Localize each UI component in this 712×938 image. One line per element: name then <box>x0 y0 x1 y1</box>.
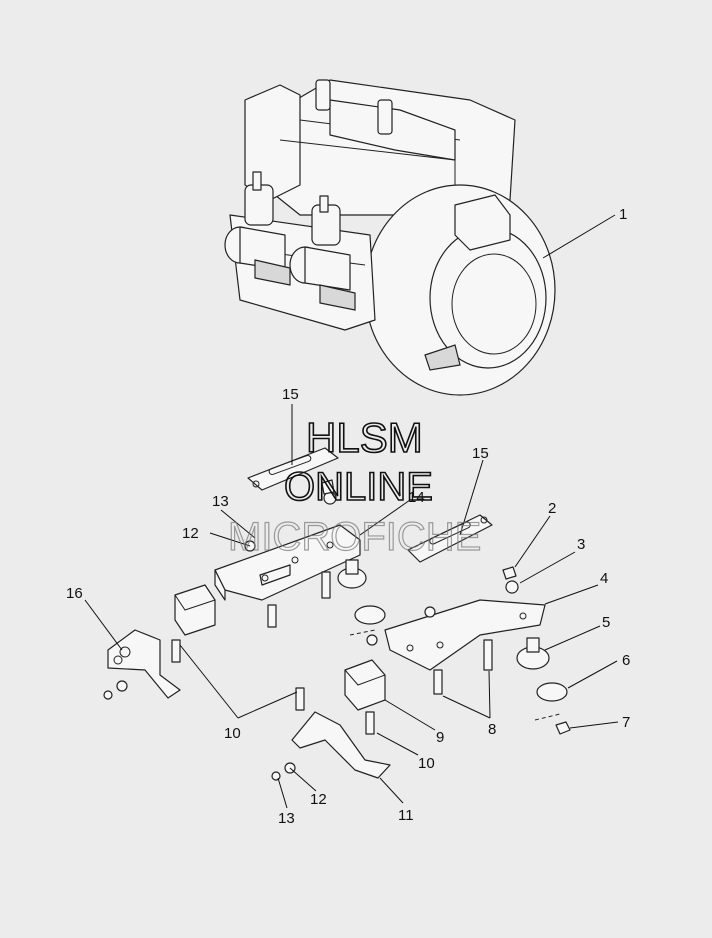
callout-12-top: 12 <box>182 525 199 542</box>
callout-4: 4 <box>600 570 608 587</box>
engine-assembly <box>224 79 556 396</box>
callout-3: 3 <box>577 536 585 553</box>
engine-plate-left <box>214 524 361 601</box>
callout-10-right: 10 <box>418 755 435 772</box>
mount-block-left <box>174 584 216 636</box>
lower-bracket <box>291 711 391 779</box>
callout-15-right: 15 <box>472 445 489 462</box>
callout-10-left: 10 <box>224 725 241 742</box>
rubber-mount-right <box>516 637 550 670</box>
callout-13-bottom: 13 <box>278 810 295 827</box>
bolt-left <box>267 604 277 628</box>
callout-7: 7 <box>622 714 630 731</box>
mount-block-center <box>344 659 386 711</box>
lock-nut <box>555 721 571 735</box>
rubber-mount-center <box>337 559 367 589</box>
buffer-right <box>536 682 568 702</box>
washer-right <box>505 580 519 594</box>
callout-6: 6 <box>622 652 630 669</box>
leader-lines <box>84 214 619 809</box>
callout-14: 14 <box>408 489 425 506</box>
callout-9: 9 <box>436 729 444 746</box>
callout-13-top: 13 <box>212 493 229 510</box>
callout-2: 2 <box>548 500 556 517</box>
slotted-strap-left <box>247 447 339 491</box>
callout-16: 16 <box>66 585 83 602</box>
callout-15-left: 15 <box>282 386 299 403</box>
callout-8: 8 <box>488 721 496 738</box>
engine-plate-right <box>384 599 546 671</box>
watermark-line-3: MICROFICHE <box>228 515 481 559</box>
nut-right <box>502 566 517 580</box>
buffer-center <box>354 605 386 625</box>
bolt-center <box>321 479 335 495</box>
callout-11: 11 <box>398 807 414 824</box>
slotted-strap-right <box>407 514 493 563</box>
callout-5: 5 <box>602 614 610 631</box>
side-bracket-left <box>107 629 181 699</box>
callout-1: 1 <box>619 206 627 223</box>
watermark-line-2: ONLINE <box>284 465 433 509</box>
watermark-line-1: HLSM <box>306 414 423 461</box>
callout-12-bottom: 12 <box>310 791 327 808</box>
